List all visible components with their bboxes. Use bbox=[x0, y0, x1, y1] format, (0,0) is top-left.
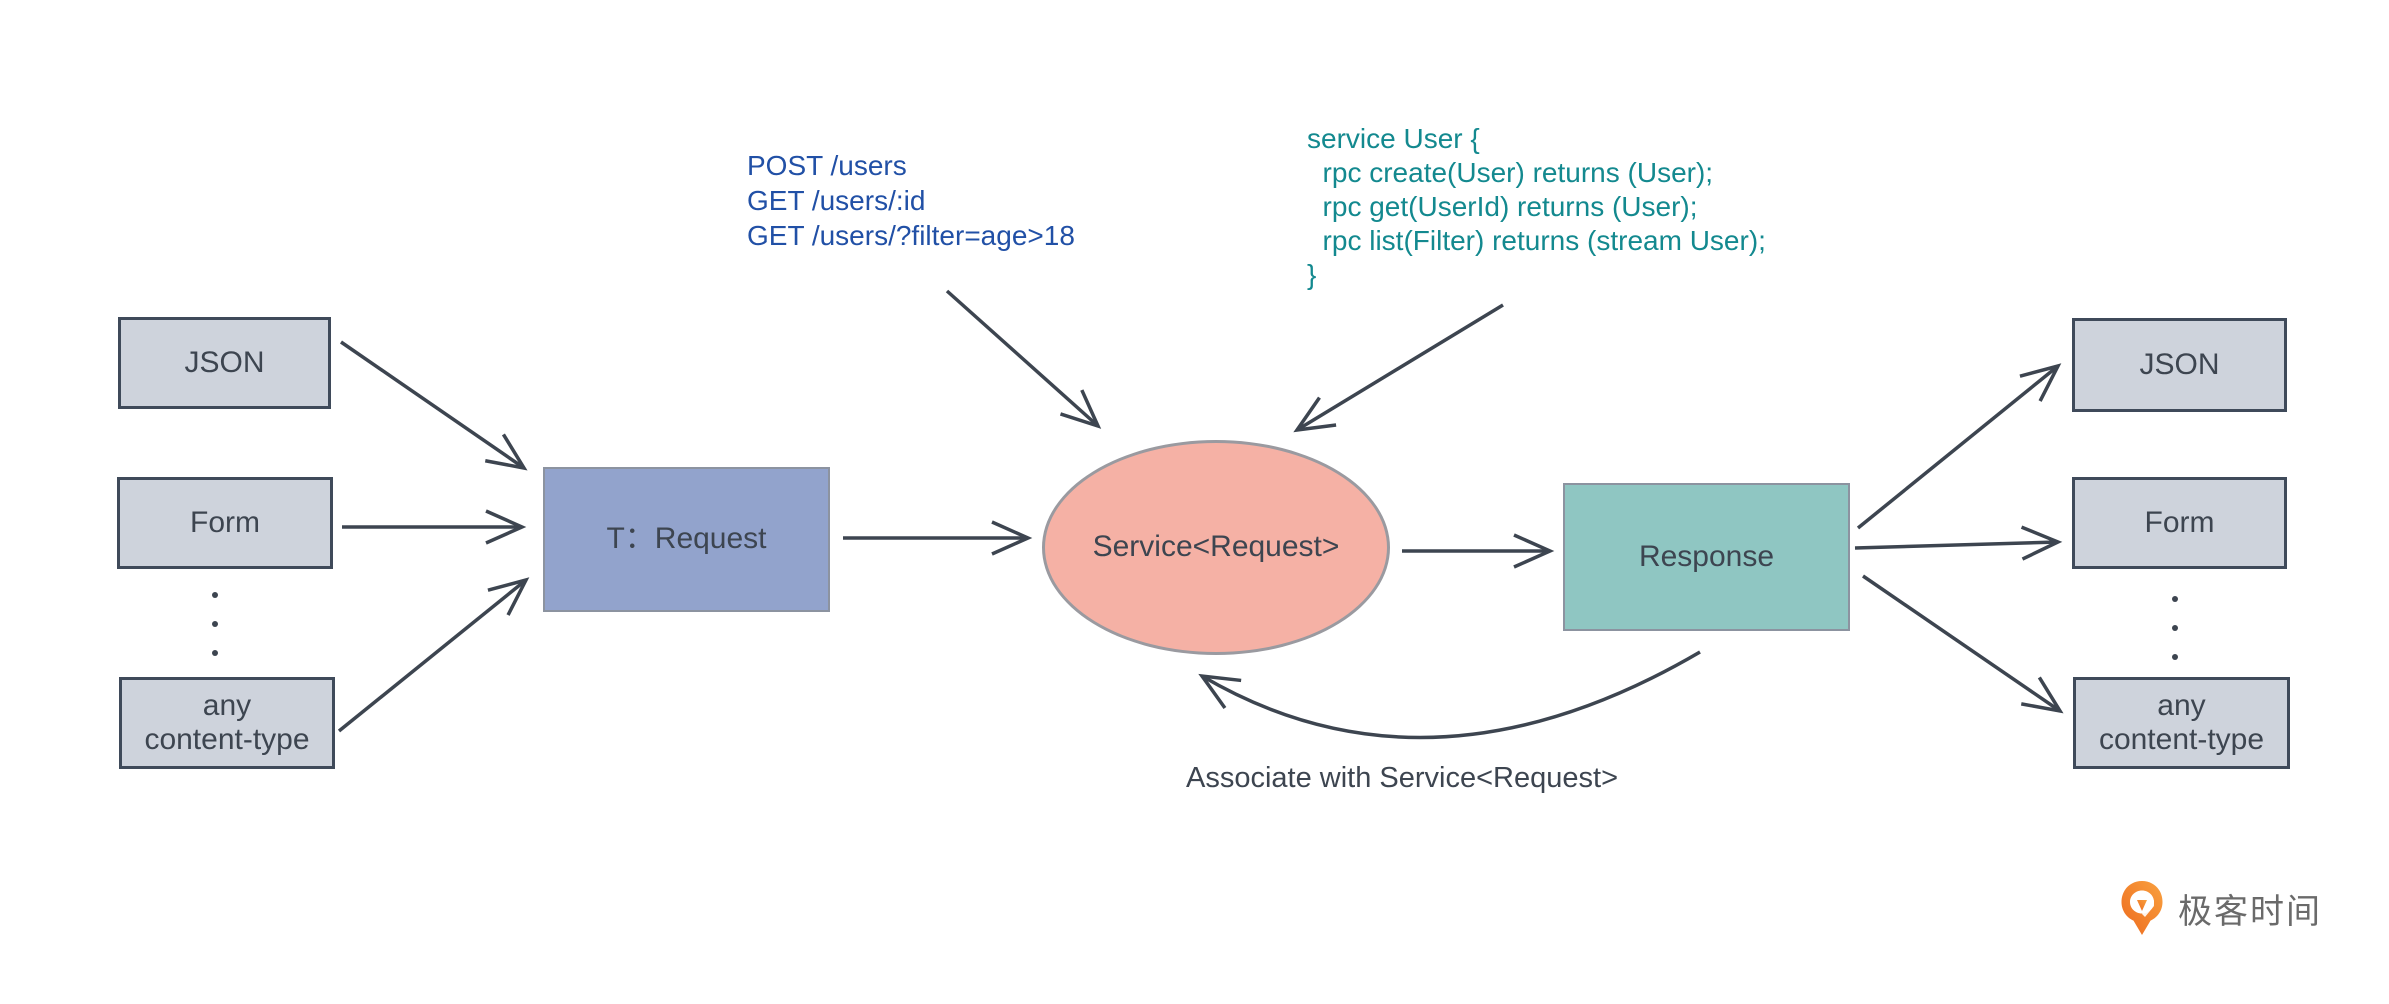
grpc-code-line: rpc list(Filter) returns (stream User); bbox=[1307, 225, 1766, 256]
rest-code-line: POST /users bbox=[747, 150, 907, 181]
node-t-request: T：Request bbox=[543, 467, 830, 612]
rest-endpoints-code: POST /users GET /users/:id GET /users/?f… bbox=[747, 148, 1075, 253]
geektime-logo-icon bbox=[2121, 881, 2163, 935]
geektime-logo: 极客时间 bbox=[2120, 880, 2322, 936]
arrow-response-to-right-form bbox=[1854, 525, 2063, 561]
ellipsis-dots-right bbox=[2172, 596, 2178, 660]
node-json-right: JSON bbox=[2072, 318, 2287, 412]
arrow-response-to-right-json bbox=[1856, 363, 2062, 530]
arrow-grpc-code-to-service bbox=[1293, 303, 1504, 433]
grpc-code-line: rpc create(User) returns (User); bbox=[1307, 157, 1714, 188]
arrow-response-associate-service bbox=[1198, 650, 1701, 740]
node-response: Response bbox=[1563, 483, 1850, 631]
arrow-rest-code-to-service bbox=[945, 289, 1102, 429]
node-any-content-type-right: any content-type bbox=[2073, 677, 2290, 769]
node-service-request: Service<Request> bbox=[1042, 440, 1390, 655]
node-form-left: Form bbox=[117, 477, 333, 569]
arrow-left-json-to-request bbox=[340, 340, 528, 471]
grpc-service-code: service User { rpc create(User) returns … bbox=[1307, 122, 1766, 292]
geektime-logo-text: 极客时间 bbox=[2178, 892, 2322, 931]
associate-annotation: Associate with Service<Request> bbox=[1186, 762, 1618, 794]
rest-code-line: GET /users/?filter=age>18 bbox=[747, 220, 1075, 251]
grpc-code-line: } bbox=[1307, 259, 1317, 290]
node-form-right: Form bbox=[2072, 477, 2287, 569]
node-json-left: JSON bbox=[118, 317, 331, 409]
grpc-code-line: rpc get(UserId) returns (User); bbox=[1307, 191, 1698, 222]
node-any-content-type-left: any content-type bbox=[119, 677, 335, 769]
ellipsis-dots-left bbox=[212, 592, 218, 656]
grpc-code-line: service User { bbox=[1307, 123, 1480, 154]
arrow-response-to-right-any bbox=[1862, 574, 2064, 714]
arrow-left-any-to-request bbox=[337, 577, 530, 733]
rest-code-line: GET /users/:id bbox=[747, 185, 926, 216]
